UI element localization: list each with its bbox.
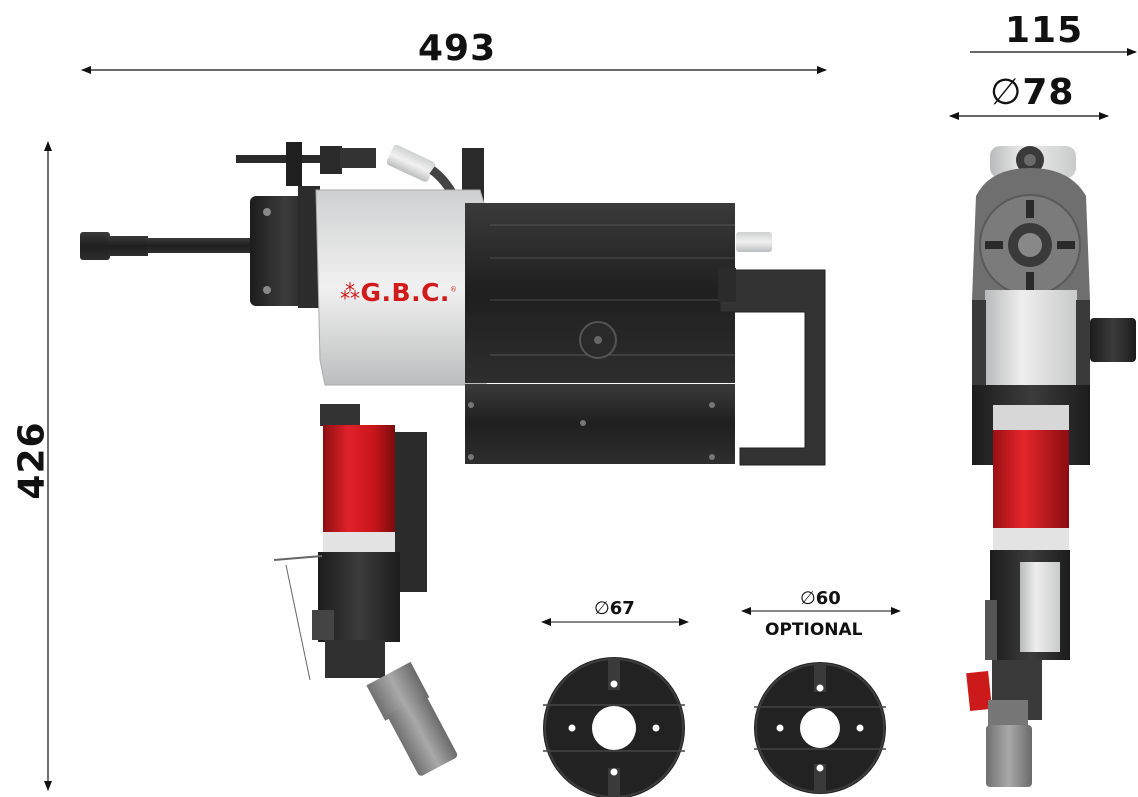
dimension-value-78: 78 bbox=[1022, 72, 1075, 113]
diameter-symbol: ∅ bbox=[990, 72, 1023, 113]
dimension-value-67: 67 bbox=[609, 598, 635, 619]
adapter-disc-60 bbox=[754, 662, 886, 794]
air-inlet bbox=[366, 661, 458, 776]
mandrel-tip bbox=[80, 232, 110, 260]
dimension-label-67: ∅67 bbox=[594, 598, 635, 619]
gbc-logo: ⁂G.B.C.® bbox=[340, 278, 457, 307]
dimension-label-426: 426 bbox=[11, 421, 53, 500]
side-air-inlet bbox=[986, 725, 1032, 787]
adapter-disc-67 bbox=[543, 657, 685, 797]
side-motor-red bbox=[993, 430, 1069, 530]
lower-block bbox=[465, 384, 735, 464]
side-knob bbox=[1090, 318, 1136, 362]
diameter-symbol: ∅ bbox=[800, 588, 816, 609]
mandrel-shaft bbox=[146, 238, 256, 253]
motor-red bbox=[323, 425, 395, 535]
dimension-label-493: 493 bbox=[418, 28, 497, 69]
registered-mark: ® bbox=[449, 285, 458, 294]
dimension-label-115: 115 bbox=[1005, 10, 1084, 51]
dimension-label-60: ∅60 bbox=[800, 588, 841, 609]
machine-front-view bbox=[80, 142, 826, 776]
machine-side-view bbox=[966, 146, 1136, 787]
dimension-value-60: 60 bbox=[815, 588, 841, 609]
logo-text: G.B.C. bbox=[360, 278, 450, 307]
dimension-label-78: ∅78 bbox=[990, 72, 1074, 113]
diameter-symbol: ∅ bbox=[594, 598, 610, 619]
logo-mark-icon: ⁂ bbox=[340, 280, 361, 304]
side-valve-lever bbox=[966, 670, 993, 712]
optional-label: OPTIONAL bbox=[765, 620, 863, 640]
